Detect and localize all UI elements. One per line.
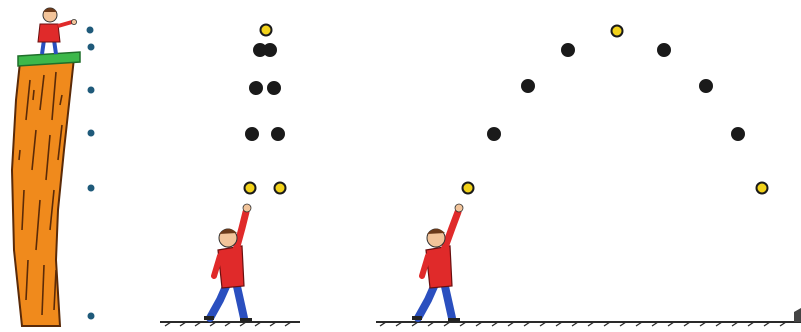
ball bbox=[87, 27, 94, 34]
ball bbox=[700, 80, 712, 92]
ball bbox=[88, 313, 95, 320]
parabolic-balls bbox=[463, 26, 768, 194]
ball bbox=[488, 128, 500, 140]
thrower-projectile bbox=[412, 204, 463, 320]
ball bbox=[88, 44, 95, 51]
ball bbox=[463, 183, 474, 194]
edge-mark bbox=[794, 308, 801, 322]
ball bbox=[88, 87, 95, 94]
panel-projectile-throw bbox=[376, 26, 801, 327]
person-on-cliff bbox=[38, 8, 77, 54]
ball bbox=[250, 82, 262, 94]
vertical-balls bbox=[245, 25, 286, 194]
falling-balls bbox=[87, 27, 95, 320]
ball bbox=[246, 128, 258, 140]
ball bbox=[245, 183, 256, 194]
ball bbox=[757, 183, 768, 194]
ball bbox=[522, 80, 534, 92]
thrower-vertical bbox=[204, 204, 252, 320]
ball bbox=[562, 44, 574, 56]
ball bbox=[658, 44, 670, 56]
ground-1 bbox=[160, 322, 300, 326]
ball bbox=[732, 128, 744, 140]
ball bbox=[88, 185, 95, 192]
panel-vertical-throw bbox=[160, 25, 300, 327]
panel-cliff-drop bbox=[12, 8, 95, 326]
ball bbox=[268, 82, 280, 94]
ball bbox=[272, 128, 284, 140]
ball bbox=[261, 25, 272, 36]
ball bbox=[88, 130, 95, 137]
ball bbox=[275, 183, 286, 194]
ball bbox=[264, 44, 276, 56]
ball bbox=[612, 26, 623, 37]
ground-2 bbox=[376, 322, 801, 326]
